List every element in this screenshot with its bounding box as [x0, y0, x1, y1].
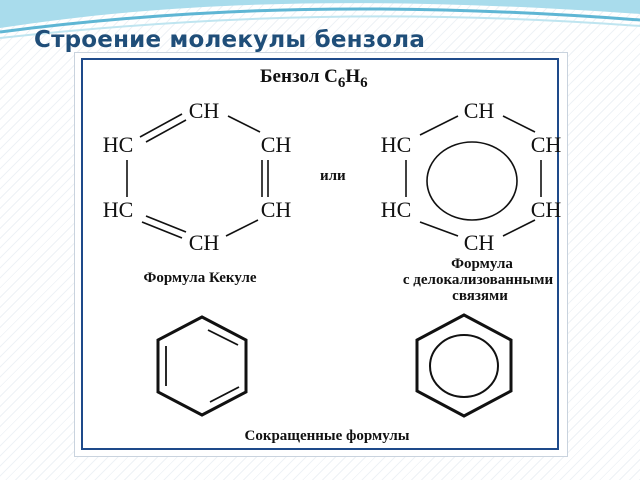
kekule-atom-upper-left: HC	[103, 132, 134, 157]
deloc-caption-line-2: с делокализованными	[403, 272, 554, 288]
delocalized-bonds	[405, 115, 542, 237]
deloc-atom-upper-right: CH	[531, 132, 562, 157]
deloc-atom-lower-right: CH	[531, 197, 562, 222]
deloc-atom-top: CH	[464, 98, 495, 123]
kekule-caption: Формула Кекуле	[143, 270, 256, 286]
decorative-swoosh	[0, 0, 640, 39]
short-delocalized-hexagon	[415, 313, 513, 418]
slide-title: Строение молекулы бензола	[34, 27, 426, 53]
kekule-atom-lower-left: HC	[103, 197, 134, 222]
deloc-atom-lower-left: HC	[381, 197, 412, 222]
diagram-panel	[81, 58, 559, 450]
deloc-caption-line-1: Формула	[451, 256, 513, 272]
deloc-caption-line-3: связями	[452, 288, 508, 304]
short-formulas-caption: Сокращенные формулы	[244, 428, 409, 444]
diagram-header: Бензол C6H6	[260, 66, 368, 91]
connector-or: или	[320, 168, 346, 184]
deloc-atom-bottom: CH	[464, 230, 495, 255]
delocalized-ring	[426, 141, 518, 221]
kekule-bonds	[126, 113, 269, 239]
short-kekule-hexagon	[156, 315, 248, 417]
kekule-atom-top: CH	[189, 98, 220, 123]
kekule-atom-lower-right: CH	[261, 197, 292, 222]
deloc-atom-upper-left: HC	[381, 132, 412, 157]
kekule-atom-bottom: CH	[189, 230, 220, 255]
kekule-atom-upper-right: CH	[261, 132, 292, 157]
